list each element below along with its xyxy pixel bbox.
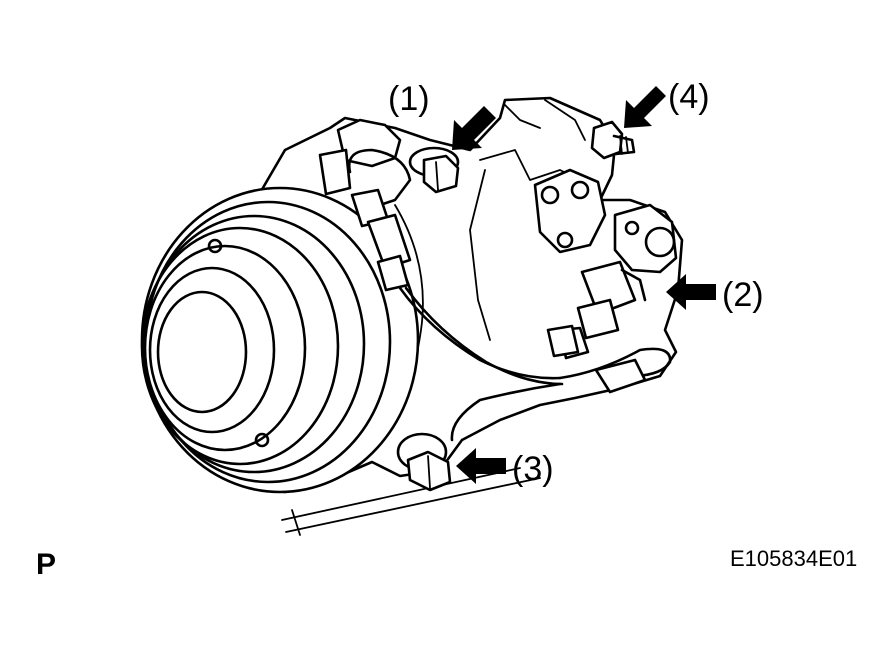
- arrow-1-icon: [452, 106, 496, 150]
- bolt-1: [408, 146, 460, 194]
- arrow-4-icon: [624, 86, 666, 128]
- view-label: P: [36, 548, 57, 581]
- figure-id: E105834E01: [730, 546, 858, 571]
- callout-1-label: (1): [388, 80, 430, 118]
- bolt-4: [590, 120, 636, 160]
- callout-2-label: (2): [722, 276, 764, 314]
- pulley: [140, 186, 420, 494]
- wire-harness: [347, 148, 672, 442]
- arrow-2-icon: [666, 274, 716, 310]
- mounting-bracket: [281, 467, 541, 536]
- bolt-3: [396, 432, 452, 492]
- connector: [546, 260, 647, 360]
- callout-3-label: (3): [512, 450, 554, 488]
- arrow-3-icon: [456, 448, 506, 484]
- callout-4-label: (4): [668, 78, 710, 116]
